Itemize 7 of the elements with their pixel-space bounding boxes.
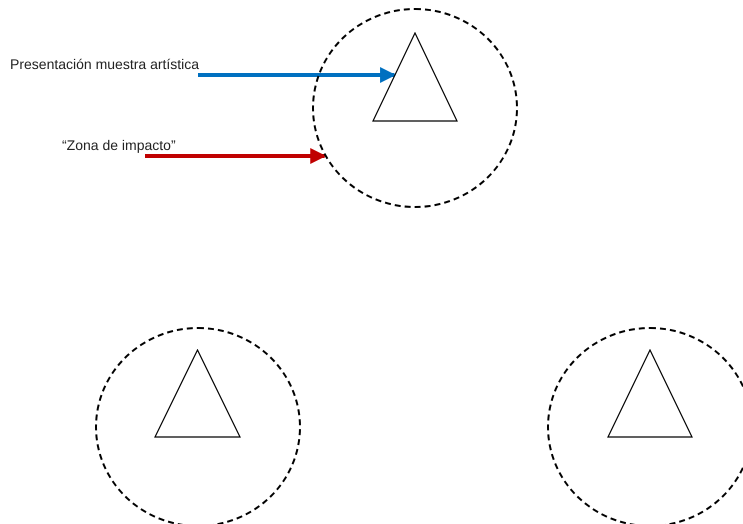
arrow <box>145 148 326 164</box>
arrow <box>198 67 396 83</box>
label-text: “Zona de impacto” <box>62 136 177 154</box>
label-text: Presentación muestra artística <box>10 55 200 73</box>
dashed-circle <box>547 327 743 524</box>
dashed-circle <box>95 327 301 524</box>
dashed-circle <box>312 8 518 208</box>
